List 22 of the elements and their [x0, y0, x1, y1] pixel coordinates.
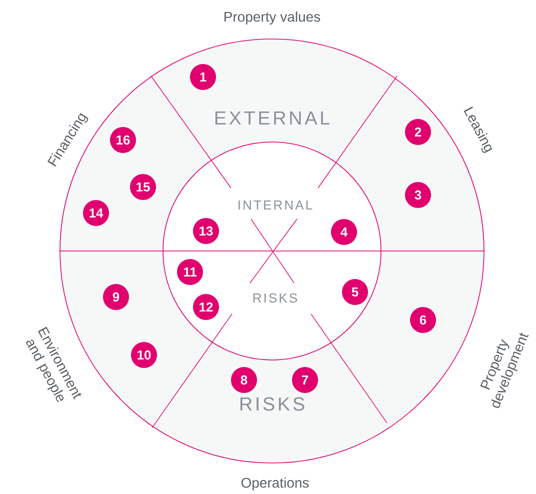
ring-title: EXTERNAL — [215, 111, 330, 125]
number-badge: 5 — [342, 278, 368, 305]
number-badge: 10 — [131, 342, 157, 368]
number-badge: 7 — [292, 366, 318, 393]
sector-label: Property values — [224, 11, 320, 24]
number-badge: 14 — [83, 200, 109, 226]
number-badge: 9 — [103, 284, 129, 310]
number-badge: 11 — [177, 258, 203, 285]
number-badge: 15 — [130, 174, 156, 200]
sector-label: Operations — [241, 477, 309, 490]
inner-title: RISKS — [253, 293, 298, 303]
number-badge: 8 — [231, 366, 257, 393]
number-badge: 16 — [110, 126, 136, 153]
number-badge: 1 — [190, 64, 216, 90]
number-badge: 13 — [193, 218, 219, 244]
number-badge: 6 — [410, 307, 436, 333]
inner-title: INTERNAL — [238, 200, 312, 210]
number-badge: 3 — [405, 182, 431, 208]
number-badge: 2 — [405, 119, 431, 145]
number-badge: 4 — [331, 219, 357, 245]
number-badge: 12 — [193, 294, 219, 320]
ring-title: RISKS — [240, 397, 304, 411]
